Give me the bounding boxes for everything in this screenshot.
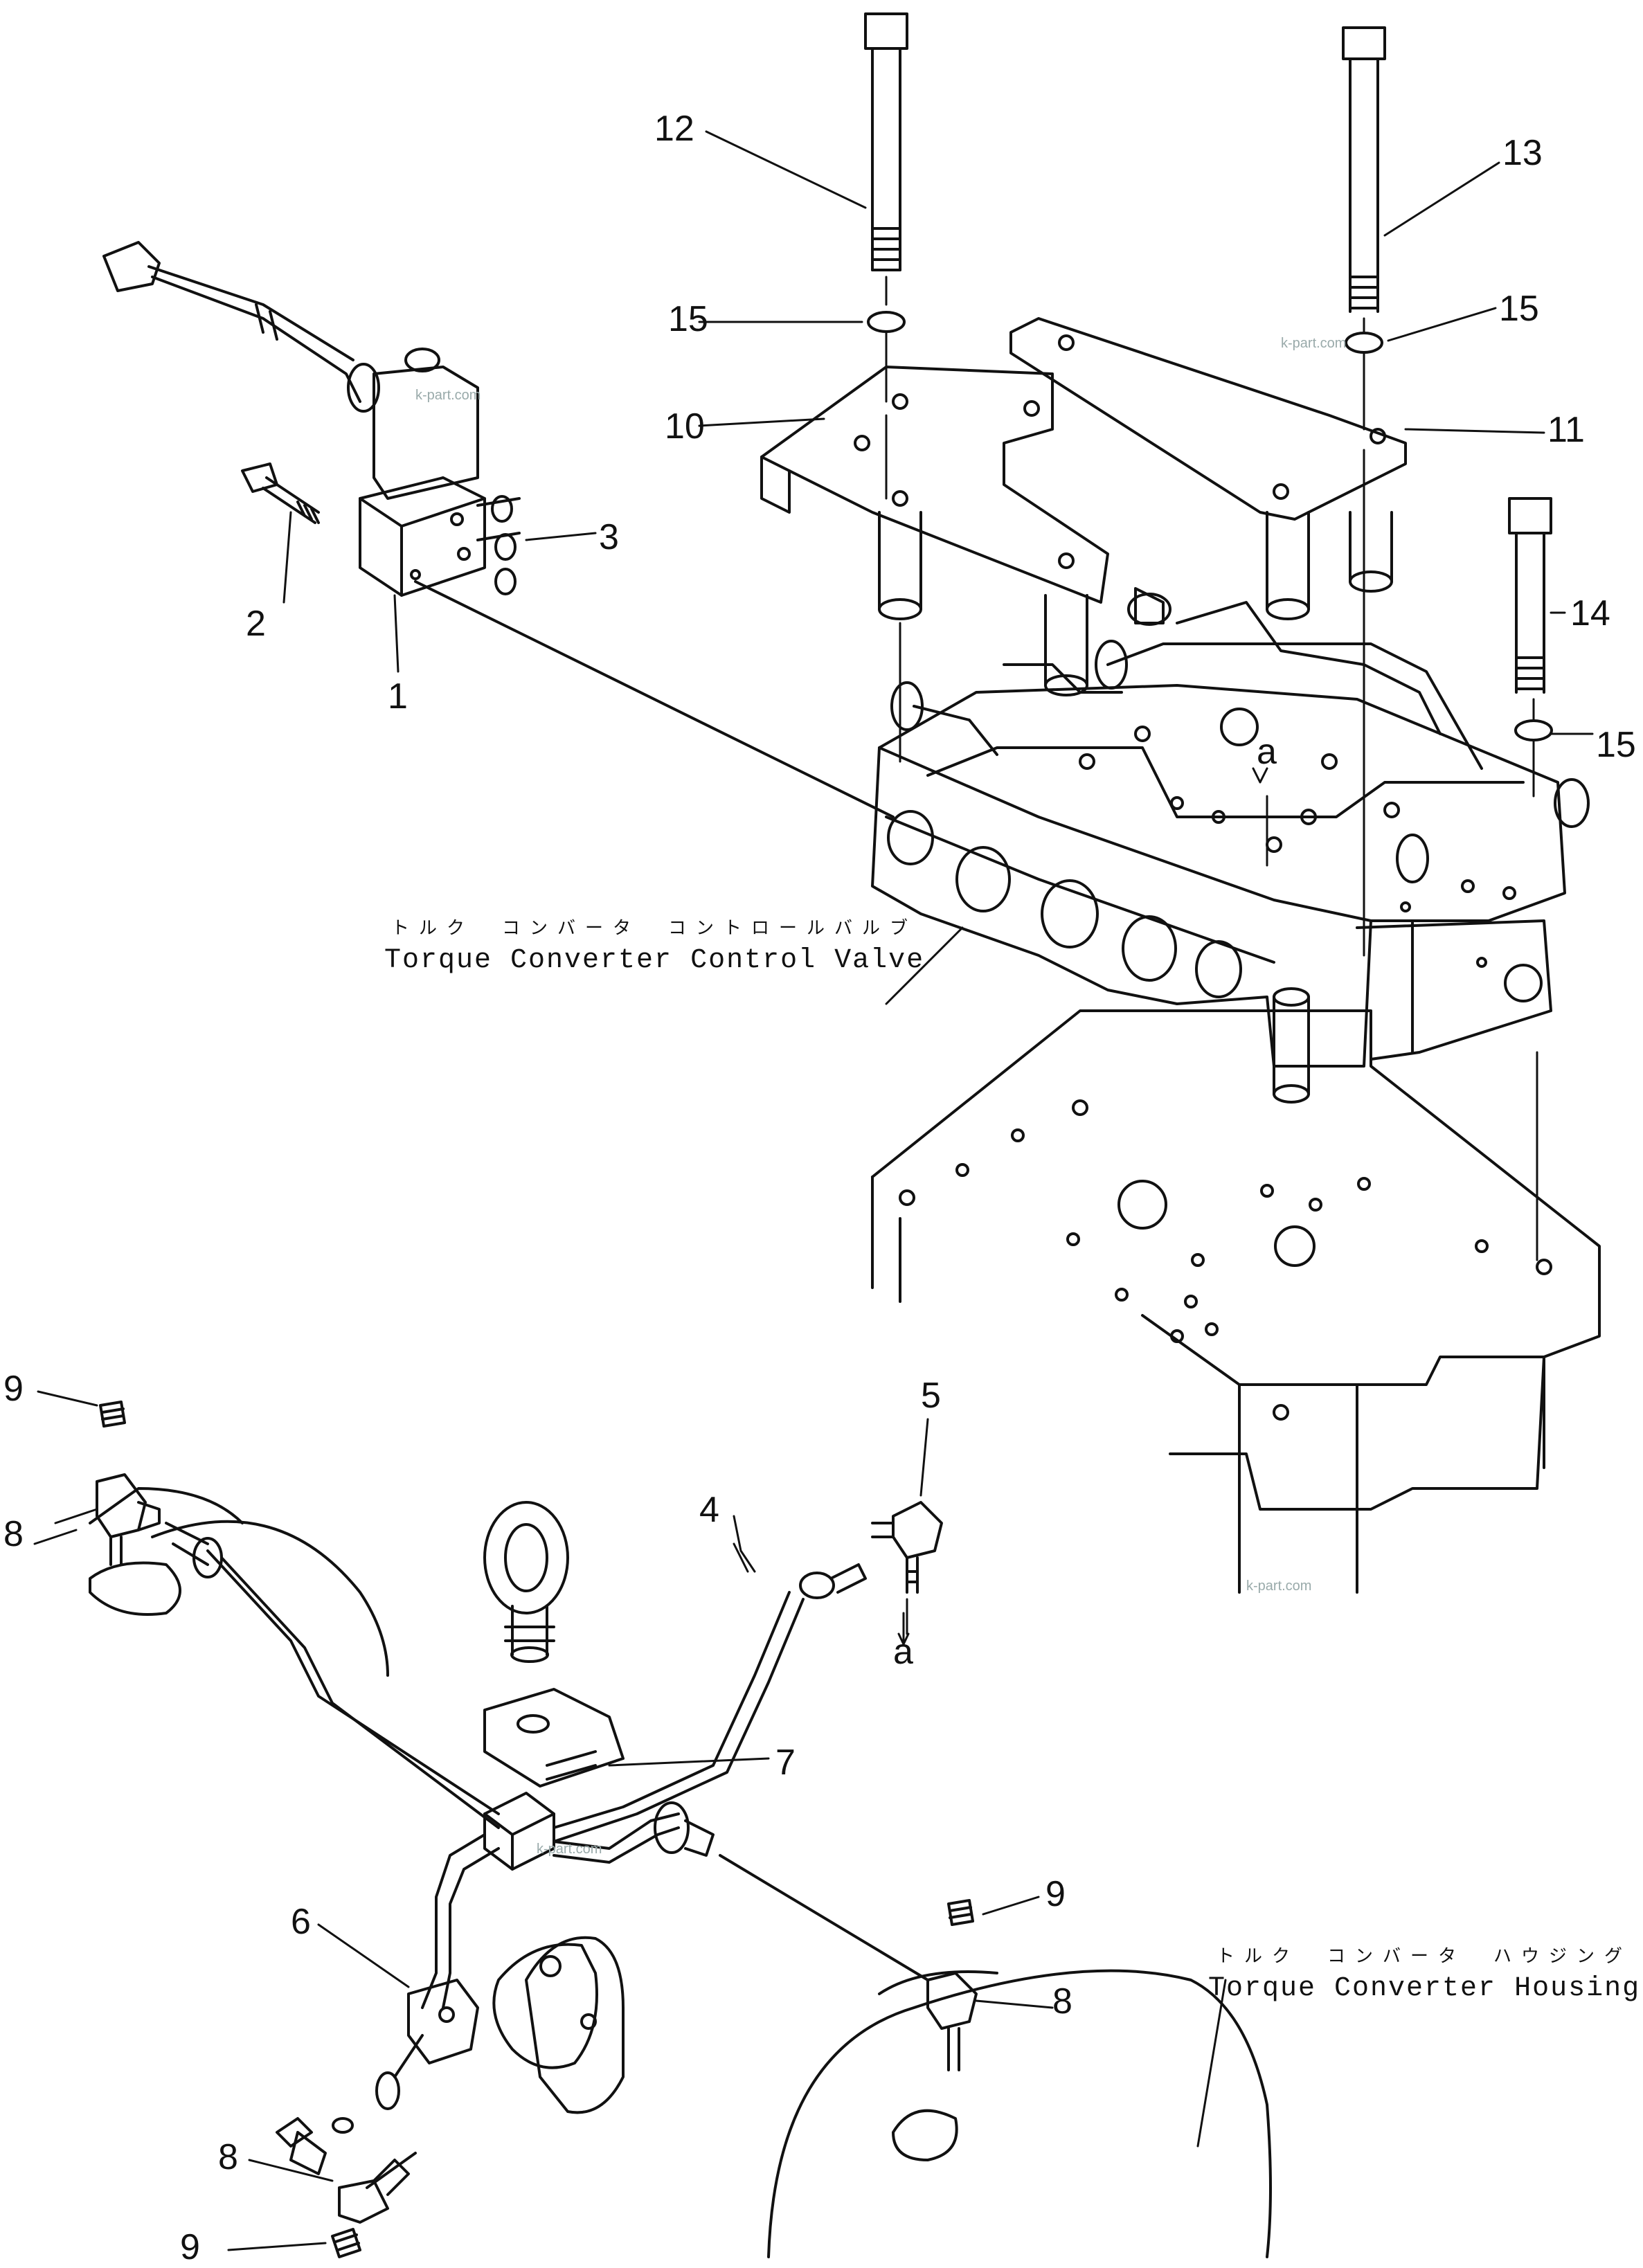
o-rings-3 xyxy=(476,495,521,595)
elbow-5 xyxy=(871,1501,943,1594)
callout-5: 5 xyxy=(921,1376,941,1416)
watermark: k-part.com xyxy=(1281,336,1347,351)
callout-9-top-left: 9 xyxy=(3,1369,24,1409)
callout-8-right: 8 xyxy=(1052,1981,1072,2022)
label-housing-en: Torque Converter Housing xyxy=(1208,1973,1641,2004)
watermark: k-part.com xyxy=(415,388,481,403)
leader-lines-bottom xyxy=(33,1390,1227,2251)
callout-15-lower: 15 xyxy=(1596,725,1636,765)
callout-11: 11 xyxy=(1547,410,1585,450)
elbow-8-top-left xyxy=(96,1473,161,1566)
bracket-11 xyxy=(1009,317,1407,521)
label-housing: トルク コンバータ ハウジング Torque Converter Housing xyxy=(1208,1942,1640,2004)
pipe-right xyxy=(553,1801,715,1864)
label-control-valve-ja: トルク コンバータ コントロールバルブ xyxy=(391,919,918,939)
callout-9-bottom-left: 9 xyxy=(180,2227,200,2267)
callout-10: 10 xyxy=(665,406,705,447)
callout-14: 14 xyxy=(1570,593,1610,633)
pipe-4 xyxy=(553,1563,867,1843)
callout-13: 13 xyxy=(1502,133,1543,173)
bolt-13 xyxy=(1342,26,1386,313)
control-valve-body xyxy=(871,587,1590,1104)
eye-bolt xyxy=(483,1501,569,1663)
label-housing-ja: トルク コンバータ ハウジング xyxy=(1216,1947,1633,1968)
transmission-case xyxy=(871,1009,1601,1594)
callout-6: 6 xyxy=(291,1902,311,1942)
alignment-lines xyxy=(885,276,1538,1261)
solenoid-valve-1 xyxy=(102,241,895,818)
callout-a-top: a xyxy=(1257,732,1277,772)
leader-lines-top xyxy=(282,130,1594,1005)
fitting-9-right xyxy=(947,1899,974,1926)
bolt-14 xyxy=(1508,497,1552,694)
housing-right-outline xyxy=(767,1969,1272,2258)
junction-block xyxy=(483,1792,555,1871)
elbow-8-bottom-left xyxy=(338,2152,417,2224)
bolt-2 xyxy=(241,462,320,524)
standoff-posts xyxy=(878,511,1393,696)
elbow-8-right xyxy=(719,1854,978,2071)
bolt-12 xyxy=(864,12,908,271)
cover-plate xyxy=(492,1936,625,2114)
housing-left-outline xyxy=(89,1487,389,1677)
fitting-9-bottom-left xyxy=(331,2228,361,2258)
callout-12: 12 xyxy=(654,109,694,149)
callout-8-top-left: 8 xyxy=(3,1514,24,1554)
watermark: k-part.com xyxy=(1246,1578,1312,1594)
callout-3: 3 xyxy=(599,517,619,557)
callout-9-right: 9 xyxy=(1045,1874,1066,1914)
bracket-10 xyxy=(760,366,1109,604)
callout-8-bottom-left: 8 xyxy=(218,2137,238,2177)
callout-4: 4 xyxy=(699,1490,719,1530)
pipe-6 xyxy=(276,1833,500,2175)
callout-15-right: 15 xyxy=(1499,289,1539,329)
callout-1: 1 xyxy=(388,676,408,717)
label-control-valve-en: Torque Converter Control Valve xyxy=(384,945,925,976)
pipe-left xyxy=(165,1522,500,1829)
fitting-9-top-left xyxy=(99,1401,126,1428)
arrow-a-bottom xyxy=(897,1612,910,1646)
watermark: k-part.com xyxy=(537,1842,602,1857)
label-control-valve: トルク コンバータ コントロールバルブ Torque Converter Con… xyxy=(384,914,924,976)
callout-15-left: 15 xyxy=(668,299,708,339)
callout-2: 2 xyxy=(246,604,266,644)
callout-7: 7 xyxy=(775,1743,796,1783)
pipe-7-clamp xyxy=(483,1688,625,1788)
callout-a-bottom: a xyxy=(893,1632,913,1672)
